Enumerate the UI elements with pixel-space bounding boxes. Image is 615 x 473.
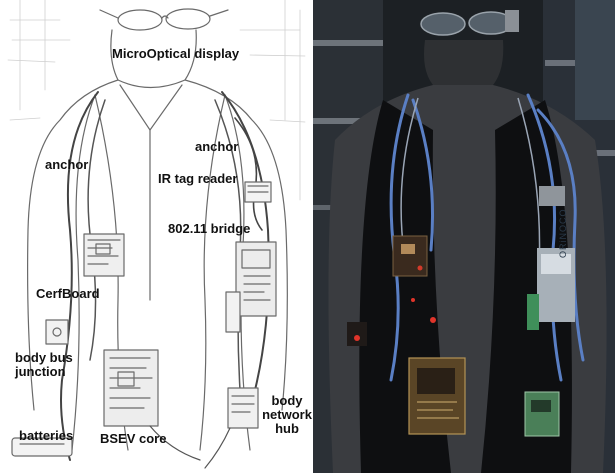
label-body-bus-junction: body bus junction bbox=[15, 350, 73, 379]
annotated-sketch-panel: MicroOptical display anchor anchor IR ta… bbox=[7, 0, 312, 469]
label-80211-bridge: 802.11 bridge bbox=[168, 221, 251, 236]
card-brand-text: ORiNOCO bbox=[558, 208, 568, 259]
label-anchor-right: anchor bbox=[195, 139, 239, 154]
label-body-network-hub: body network hub bbox=[262, 393, 312, 436]
label-ir-tag-reader: IR tag reader bbox=[158, 171, 238, 186]
label-batteries: batteries bbox=[19, 428, 74, 443]
photo-panel: ORiNOCO bbox=[313, 0, 615, 473]
label-bsev-core: BSEV core bbox=[100, 431, 167, 446]
label-anchor-left: anchor bbox=[45, 157, 89, 172]
label-microoptical-display: MicroOptical display bbox=[112, 46, 240, 61]
photo-drawing bbox=[313, 0, 615, 473]
sketch-drawing bbox=[7, 0, 306, 469]
label-cerfboard: CerfBoard bbox=[36, 286, 100, 301]
